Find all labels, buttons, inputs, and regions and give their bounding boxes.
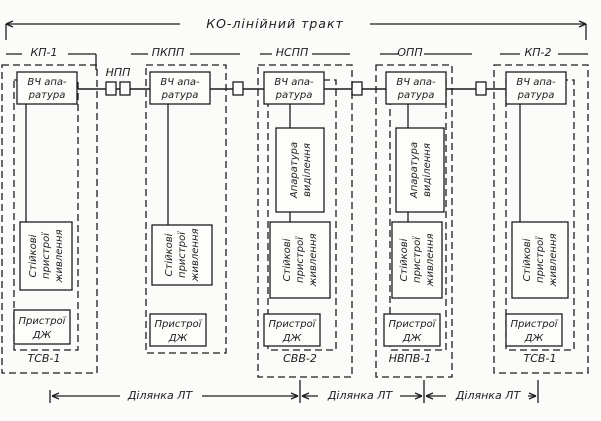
power-supply-nspp: Стійкові пристрої живлення xyxy=(269,221,331,299)
svg-text:Стійкові: Стійкові xyxy=(398,238,410,281)
power-supply-pkpp: Стійкові пристрої живлення xyxy=(151,224,213,286)
section-label-1: Ділянка ЛТ xyxy=(127,389,194,402)
svg-text:Стійкові: Стійкові xyxy=(27,234,39,277)
station-label-kp1: КП-1 xyxy=(30,46,57,59)
station-bottom-code-kp2: ТСВ-1 xyxy=(524,352,557,365)
power-supply-kp1: Стійкові пристрої живлення xyxy=(19,221,73,291)
dj-devices-kp1: Пристрої ДЖ xyxy=(13,309,71,345)
hf-equipment-opp: ВЧ апа- ратура xyxy=(385,71,447,105)
trunk-title: КО-лінійний тракт xyxy=(206,16,344,31)
svg-text:ратура: ратура xyxy=(275,90,313,101)
section-label-3: Ділянка ЛТ xyxy=(455,389,522,402)
svg-text:Пристрої: Пристрої xyxy=(389,319,437,330)
svg-text:ВЧ апа-: ВЧ апа- xyxy=(274,77,314,88)
station-bottom-code-opp: НВПВ-1 xyxy=(389,352,432,365)
svg-text:ДЖ: ДЖ xyxy=(168,333,189,344)
svg-text:живлення: живлення xyxy=(190,228,201,282)
separation-equipment-nspp: Апаратура виділення xyxy=(275,127,325,213)
svg-text:пристрої: пристрої xyxy=(412,236,423,283)
svg-text:Пристрої: Пристрої xyxy=(269,319,317,330)
svg-text:ВЧ апа-: ВЧ апа- xyxy=(516,77,556,88)
hf-equipment-pkpp: ВЧ апа- ратура xyxy=(149,71,211,105)
svg-text:живлення: живлення xyxy=(548,233,559,287)
repeater-label: НПП xyxy=(106,66,131,79)
station-label-pkpp: ПКПП xyxy=(152,46,185,59)
power-supply-opp: Стійкові пристрої живлення xyxy=(391,221,443,299)
svg-text:Стійкові: Стійкові xyxy=(521,238,533,281)
dj-devices-kp2: Пристрої ДЖ xyxy=(505,313,563,347)
svg-text:виділення: виділення xyxy=(301,143,313,197)
dj-devices-opp: Пристрої ДЖ xyxy=(383,313,441,347)
dj-devices-nspp: Пристрої ДЖ xyxy=(263,313,321,347)
svg-text:живлення: живлення xyxy=(54,229,65,283)
section-label-2: Ділянка ЛТ xyxy=(327,389,394,402)
power-supply-kp2: Стійкові пристрої живлення xyxy=(511,221,569,299)
svg-text:живлення: живлення xyxy=(308,233,319,287)
station-outlines xyxy=(1,64,589,378)
svg-text:ратура: ратура xyxy=(517,90,555,101)
svg-text:ВЧ апа-: ВЧ апа- xyxy=(27,77,67,88)
svg-text:ДЖ: ДЖ xyxy=(32,330,53,341)
station-label-nspp: НСПП xyxy=(276,46,309,59)
svg-text:ДЖ: ДЖ xyxy=(282,333,303,344)
internal-connections xyxy=(25,104,521,225)
svg-text:виділення: виділення xyxy=(421,143,433,197)
svg-text:ратура: ратура xyxy=(28,90,66,101)
svg-text:пристрої: пристрої xyxy=(535,236,546,283)
svg-text:ДЖ: ДЖ xyxy=(524,333,545,344)
svg-text:живлення: живлення xyxy=(425,233,436,287)
station-bottom-code-kp1: ТСВ-1 xyxy=(28,352,61,365)
svg-text:пристрої: пристрої xyxy=(177,231,188,278)
station-label-opp: ОПП xyxy=(397,46,422,59)
svg-text:Апаратура: Апаратура xyxy=(289,142,300,199)
svg-text:Пристрої: Пристрої xyxy=(155,319,203,330)
hf-equipment-nspp: ВЧ апа- ратура xyxy=(263,71,325,105)
svg-text:Стійкові: Стійкові xyxy=(281,238,293,281)
svg-text:Пристрої: Пристрої xyxy=(19,316,67,327)
separation-equipment-opp: Апаратура виділення xyxy=(395,127,445,213)
station-label-kp2: КП-2 xyxy=(524,46,551,59)
hf-equipment-kp1: ВЧ апа- ратура xyxy=(16,71,78,105)
line-repeaters xyxy=(105,81,487,96)
svg-text:ДЖ: ДЖ xyxy=(402,333,423,344)
hf-equipment-kp2: ВЧ апа- ратура xyxy=(505,71,567,105)
svg-text:ратура: ратура xyxy=(397,90,435,101)
svg-text:Стійкові: Стійкові xyxy=(163,233,175,276)
svg-text:Апаратура: Апаратура xyxy=(409,142,420,199)
svg-text:пристрої: пристрої xyxy=(295,236,306,283)
station-header-brackets xyxy=(6,53,588,70)
svg-text:пристрої: пристрої xyxy=(41,232,52,279)
dj-devices-pkpp: Пристрої ДЖ xyxy=(149,313,207,347)
svg-text:ВЧ апа-: ВЧ апа- xyxy=(396,77,436,88)
svg-text:ВЧ апа-: ВЧ апа- xyxy=(160,77,200,88)
svg-text:ратура: ратура xyxy=(161,90,199,101)
station-bottom-code-nspp: СВВ-2 xyxy=(283,352,317,365)
svg-text:Пристрої: Пристрої xyxy=(511,319,559,330)
